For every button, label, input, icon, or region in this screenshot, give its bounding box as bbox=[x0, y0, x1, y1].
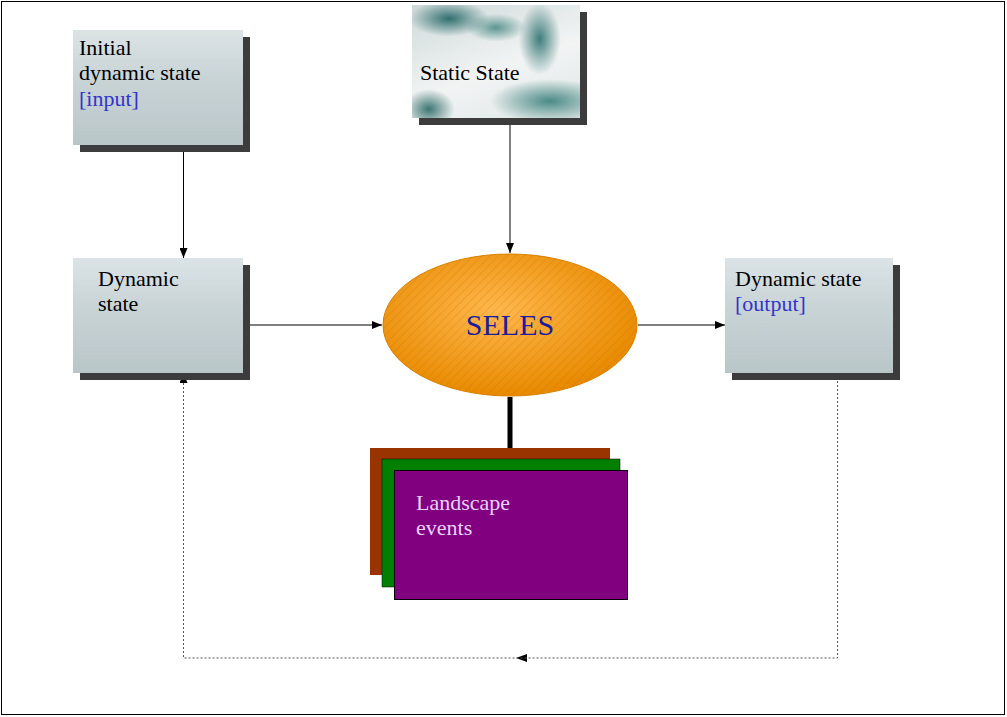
state-box: Dynamic state bbox=[73, 258, 243, 373]
box-text: Static State bbox=[420, 60, 574, 85]
box-text: SELES bbox=[466, 308, 554, 343]
event-link bbox=[508, 397, 513, 448]
box-text: Dynamic state bbox=[98, 266, 198, 317]
box-text: [input] bbox=[79, 86, 237, 111]
stacked-boxes bbox=[370, 448, 628, 600]
arrow-connector bbox=[243, 325, 382, 326]
static-state-box: Static State bbox=[412, 5, 580, 118]
event-stack: Landscape events bbox=[370, 448, 628, 600]
arrow-connector bbox=[183, 145, 184, 258]
ellipse-fill bbox=[383, 254, 637, 396]
front-card bbox=[395, 471, 628, 600]
box-text: Landscape events bbox=[416, 490, 526, 541]
ellipse-hatch bbox=[383, 254, 637, 396]
feedback-connector bbox=[184, 373, 838, 658]
box-text: Initial dynamic state bbox=[79, 35, 206, 86]
state-box: Initial dynamic state[input] bbox=[73, 30, 243, 145]
arrow-connector bbox=[638, 325, 725, 326]
model-ellipse: SELES bbox=[382, 253, 638, 397]
state-box: Dynamic state[output] bbox=[725, 258, 893, 373]
box-text: Dynamic state bbox=[735, 266, 885, 291]
box-text: [output] bbox=[735, 291, 885, 316]
arrow-connector bbox=[510, 118, 511, 253]
